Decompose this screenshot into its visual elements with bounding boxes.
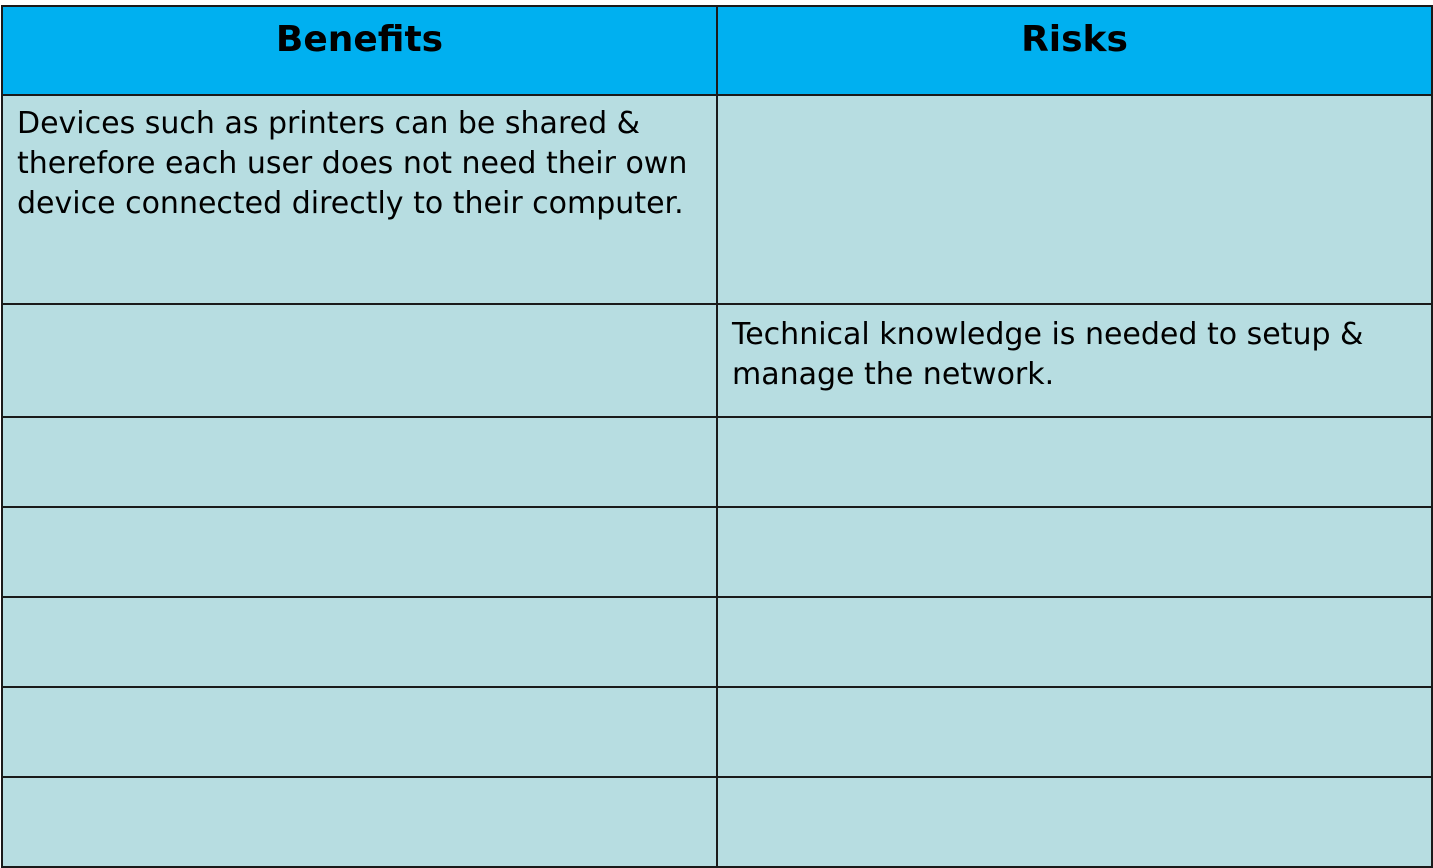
table-row: Devices such as printers can be shared &… <box>1 94 1433 305</box>
header-benefits: Benefits <box>1 5 718 96</box>
risk-cell[interactable] <box>716 776 1433 868</box>
risk-cell[interactable] <box>716 686 1433 778</box>
risk-cell[interactable]: Technical knowledge is needed to setup &… <box>716 303 1433 418</box>
benefit-cell[interactable] <box>1 596 718 688</box>
risk-cell[interactable] <box>716 94 1433 305</box>
risk-cell[interactable] <box>716 506 1433 598</box>
benefit-cell[interactable] <box>1 303 718 418</box>
table-row <box>1 596 1433 688</box>
table-row <box>1 416 1433 508</box>
header-risks: Risks <box>716 5 1433 96</box>
table-row <box>1 686 1433 778</box>
table-row <box>1 506 1433 598</box>
cell-text: Technical knowledge is needed to setup &… <box>732 317 1364 392</box>
risk-cell[interactable] <box>716 596 1433 688</box>
benefits-risks-table-container: Benefits Risks Devices such as printers … <box>1 5 1433 868</box>
risk-cell[interactable] <box>716 416 1433 508</box>
benefit-cell[interactable] <box>1 416 718 508</box>
benefit-cell[interactable] <box>1 686 718 778</box>
benefit-cell[interactable]: Devices such as printers can be shared &… <box>1 94 718 305</box>
cell-text: Devices such as printers can be shared &… <box>17 106 688 221</box>
table-row <box>1 776 1433 868</box>
table-row: Technical knowledge is needed to setup &… <box>1 303 1433 418</box>
benefit-cell[interactable] <box>1 506 718 598</box>
benefit-cell[interactable] <box>1 776 718 868</box>
header-row: Benefits Risks <box>1 5 1433 96</box>
benefits-risks-table: Benefits Risks Devices such as printers … <box>1 5 1433 868</box>
